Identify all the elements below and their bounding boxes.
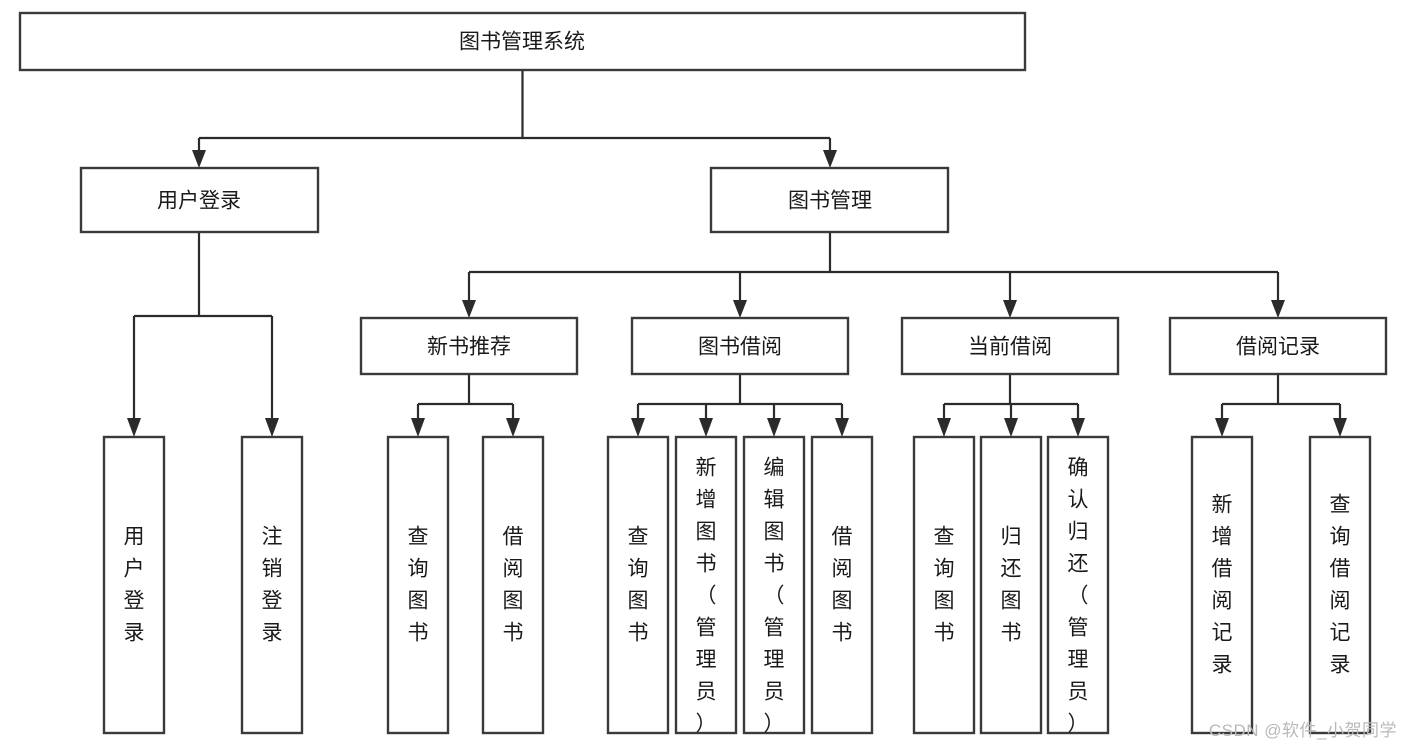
leaf-node-query-book-3[interactable]: 查询图书 [912, 435, 976, 735]
arrow-head-leaf-borrow-book-2 [835, 418, 849, 437]
leaf-logout-login-label: 注销登录 [262, 526, 283, 645]
node-root-box[interactable] [18, 11, 1027, 72]
node-current-borrow-label: 当前借阅 [968, 336, 1052, 359]
leaf-borrow-book-1-label: 借阅图书 [503, 526, 524, 645]
leaf-return-book-label: 归还图书 [1001, 526, 1022, 645]
node-book-borrow[interactable]: 图书借阅 [630, 316, 850, 376]
leaf-node-edit-book-admin[interactable]: 编辑图书（管理员） [742, 435, 806, 736]
arrow-head-leaf-borrow-book-1 [506, 418, 520, 437]
arrow-head-leaf-query-book-1 [411, 418, 425, 437]
arrow-head-leaf-query-book-2 [631, 418, 645, 437]
leaf-query-book-2-box[interactable] [606, 435, 670, 735]
node-book-management[interactable]: 图书管理 [709, 166, 950, 234]
node-book-borrow-label: 图书借阅 [698, 336, 782, 359]
leaf-add-book-admin-box[interactable] [674, 435, 738, 735]
arrow-head-leaf-confirm-return-admin [1071, 418, 1085, 437]
arrow-head-leaf-query-book-3 [937, 418, 951, 437]
node-new-book-recommend[interactable]: 新书推荐 [359, 316, 579, 376]
arrow-head-book-borrow [733, 300, 747, 318]
node-user-login-label: 用户登录 [157, 190, 241, 213]
leaf-node-borrow-book-2[interactable]: 借阅图书 [810, 435, 874, 735]
leaf-node-return-book[interactable]: 归还图书 [979, 435, 1043, 735]
leaf-logout-login-box[interactable] [240, 435, 304, 735]
node-borrow-record[interactable]: 借阅记录 [1168, 316, 1388, 376]
leaf-node-confirm-return-admin[interactable]: 确认归还（管理员） [1046, 435, 1110, 736]
node-root-label: 图书管理系统 [459, 31, 585, 54]
leaf-node-logout-login[interactable]: 注销登录 [240, 435, 304, 735]
arrow-head-leaf-add-book-admin [699, 418, 713, 437]
leaf-node-query-borrow-record[interactable]: 查询借阅记录 [1308, 435, 1372, 735]
node-user-login-box[interactable] [79, 166, 320, 234]
leaf-node-borrow-book-1[interactable]: 借阅图书 [481, 435, 545, 735]
node-book-borrow-box[interactable] [630, 316, 850, 376]
leaf-edit-book-admin-box[interactable] [742, 435, 806, 735]
leaf-query-book-1-box[interactable] [386, 435, 450, 735]
leaf-query-book-3-label: 查询图书 [934, 526, 955, 645]
leaf-node-query-book-1[interactable]: 查询图书 [386, 435, 450, 735]
leaf-edit-book-admin-label: 编辑图书（管理员） [764, 457, 785, 736]
connector-group-borrow-record [1215, 374, 1347, 437]
node-root[interactable]: 图书管理系统 [18, 11, 1027, 72]
leaf-return-book-box[interactable] [979, 435, 1043, 735]
node-book-management-label: 图书管理 [788, 190, 872, 213]
arrow-head-user-login [192, 150, 206, 168]
arrow-head-borrow-record [1271, 300, 1285, 318]
arrow-head-leaf-logout-login [265, 418, 279, 437]
leaf-add-borrow-record-label: 新增借阅记录 [1212, 494, 1233, 677]
leaf-query-borrow-record-label: 查询借阅记录 [1330, 494, 1351, 677]
leaf-add-book-admin-label: 新增图书（管理员） [696, 457, 717, 736]
connector-group-new-book-recommend [411, 374, 520, 437]
node-new-book-recommend-box[interactable] [359, 316, 579, 376]
node-current-borrow[interactable]: 当前借阅 [900, 316, 1120, 376]
leaf-borrow-book-1-box[interactable] [481, 435, 545, 735]
connector-group-user-login [127, 232, 279, 437]
arrow-head-leaf-query-borrow-record [1333, 418, 1347, 437]
arrow-head-new-book-recommend [462, 300, 476, 318]
node-user-login[interactable]: 用户登录 [79, 166, 320, 234]
leaf-query-borrow-record-box[interactable] [1308, 435, 1372, 735]
arrow-head-leaf-edit-book-admin [767, 418, 781, 437]
leaf-user-login-label: 用户登录 [124, 526, 145, 645]
leaf-borrow-book-2-box[interactable] [810, 435, 874, 735]
leaf-user-login-box[interactable] [102, 435, 166, 735]
arrow-head-book-management [823, 150, 837, 168]
arrow-head-current-borrow [1003, 300, 1017, 318]
leaf-add-borrow-record-box[interactable] [1190, 435, 1254, 735]
arrow-head-leaf-add-borrow-record [1215, 418, 1229, 437]
node-book-management-box[interactable] [709, 166, 950, 234]
leaf-query-book-3-box[interactable] [912, 435, 976, 735]
leaf-confirm-return-admin-label: 确认归还（管理员） [1068, 457, 1089, 736]
leaf-node-add-book-admin[interactable]: 新增图书（管理员） [674, 435, 738, 736]
leaf-query-book-1-label: 查询图书 [408, 526, 429, 645]
arrow-head-leaf-return-book [1004, 418, 1018, 437]
connector-group-book-management [462, 232, 1285, 318]
connector-group-root [192, 70, 837, 168]
leaf-node-user-login[interactable]: 用户登录 [102, 435, 166, 735]
node-current-borrow-box[interactable] [900, 316, 1120, 376]
arrow-head-leaf-user-login [127, 418, 141, 437]
connector-group-current-borrow [937, 374, 1085, 437]
leaf-node-add-borrow-record[interactable]: 新增借阅记录 [1190, 435, 1254, 735]
node-borrow-record-box[interactable] [1168, 316, 1388, 376]
node-borrow-record-label: 借阅记录 [1236, 336, 1320, 359]
connector-group-book-borrow [631, 374, 849, 437]
leaf-borrow-book-2-label: 借阅图书 [832, 526, 853, 645]
node-new-book-recommend-label: 新书推荐 [427, 336, 511, 359]
leaf-node-query-book-2[interactable]: 查询图书 [606, 435, 670, 735]
leaf-confirm-return-admin-box[interactable] [1046, 435, 1110, 735]
leaf-query-book-2-label: 查询图书 [628, 526, 649, 645]
